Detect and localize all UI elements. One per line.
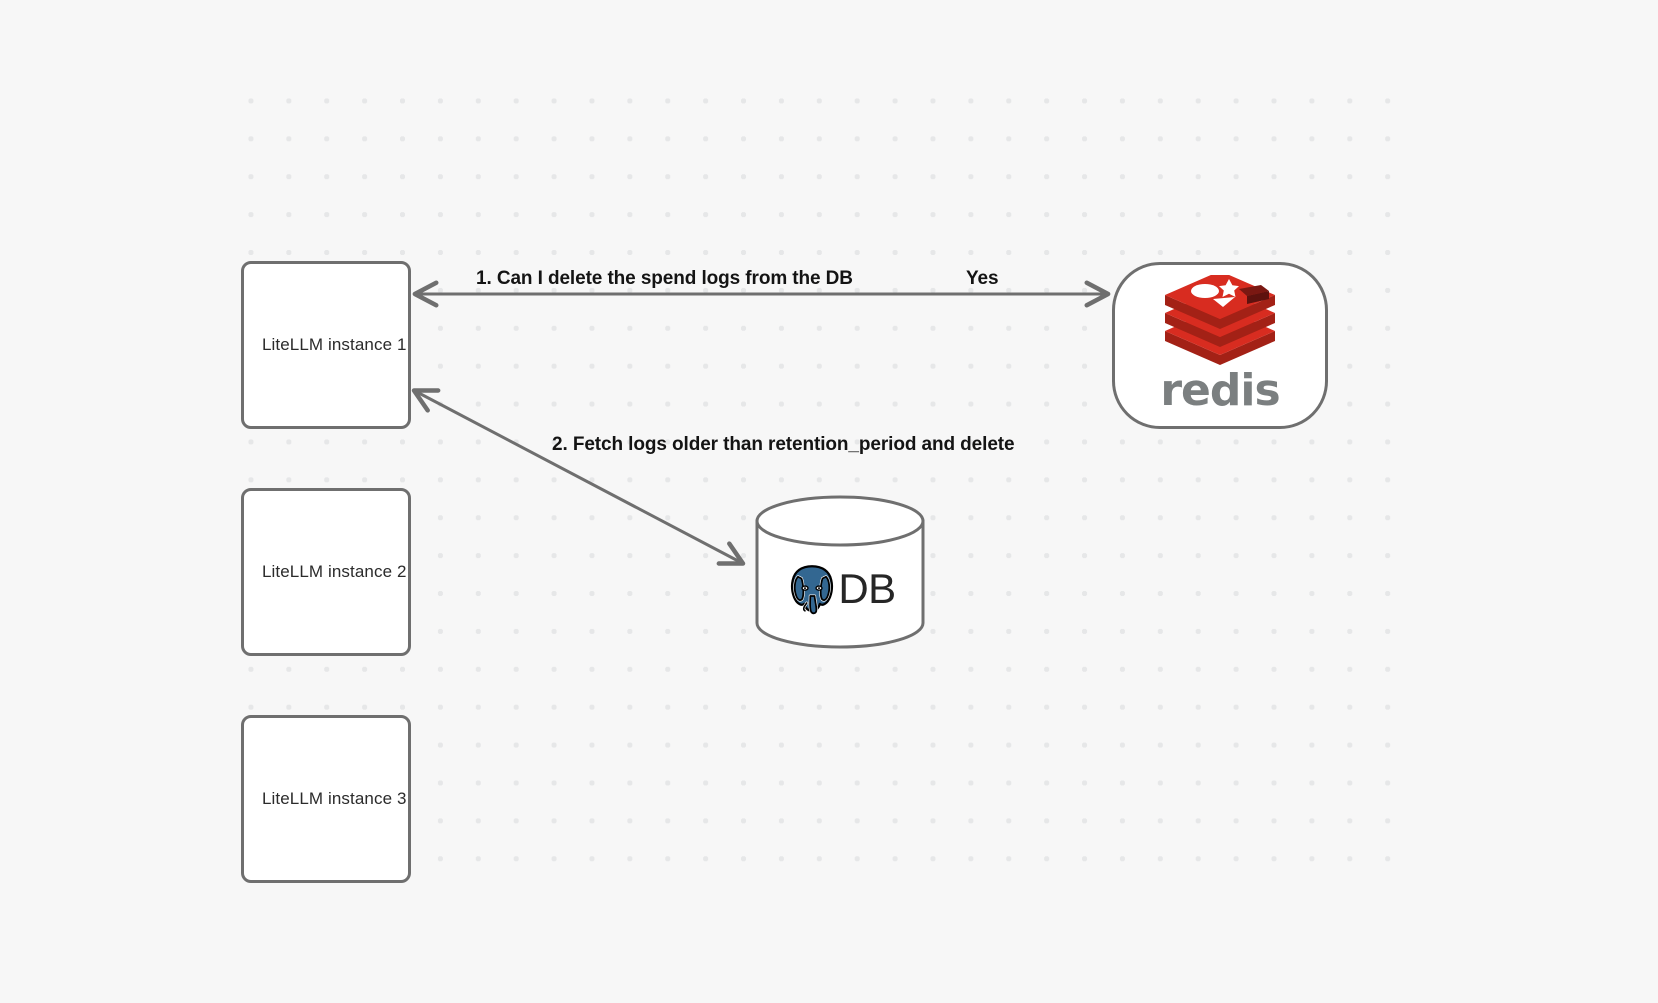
node-litellm-instance-3[interactable]: LiteLLM instance 3	[241, 715, 411, 883]
edge-label-step-1-answer: Yes	[966, 268, 999, 289]
node-label: LiteLLM instance 1	[262, 335, 407, 354]
redis-wordmark-label: redis	[1160, 364, 1280, 416]
node-redis[interactable]: redis	[1112, 262, 1328, 429]
node-postgres-db[interactable]: DB	[754, 495, 926, 649]
edge-litellm1-db	[411, 388, 746, 566]
edge-label-step-1: 1. Can I delete the spend logs from the …	[476, 268, 853, 289]
node-litellm-instance-1[interactable]: LiteLLM instance 1	[241, 261, 411, 429]
node-label: LiteLLM instance 3	[262, 789, 407, 808]
node-litellm-instance-2[interactable]: LiteLLM instance 2	[241, 488, 411, 656]
postgresql-elephant-icon	[790, 564, 835, 615]
database-cylinder-shape	[755, 495, 925, 649]
edge-label-step-2: 2. Fetch logs older than retention_perio…	[552, 434, 1015, 455]
redis-logo-icon	[1165, 274, 1275, 365]
db-label: DB	[838, 565, 896, 612]
node-label: LiteLLM instance 2	[262, 562, 407, 581]
